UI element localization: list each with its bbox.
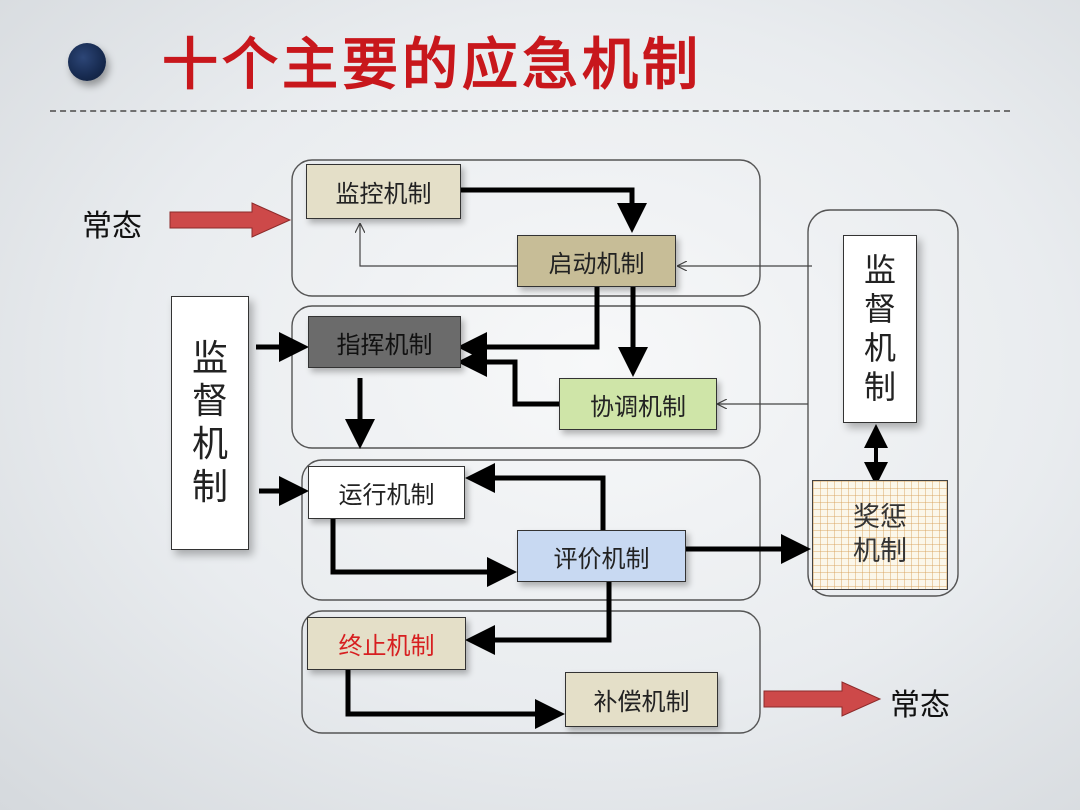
supervision-right-char-1: 监: [863, 250, 896, 289]
supervision-left-char-1: 监: [191, 337, 228, 379]
terminate-mechanism-box: 终止机制: [307, 617, 466, 670]
title-bullet: [68, 43, 106, 81]
arrow-monitor-to-launch: [460, 187, 647, 233]
end-state-label: 常态: [890, 688, 950, 723]
arrow-evaluate-to-operate: [465, 463, 606, 532]
supervision-mechanism-left: 监 督 机 制: [171, 296, 249, 550]
group-command-coordinate: [291, 305, 761, 449]
supervision-left-char-4: 制: [191, 467, 228, 509]
supervision-mechanism-right: 监 督 机 制: [843, 235, 917, 423]
arrow-coordinate-to-command: [457, 347, 560, 407]
reward-punish-mechanism-box: 奖惩 机制: [812, 480, 948, 590]
supervision-right-char-4: 制: [863, 368, 896, 407]
arrow-terminate-to-compensate: [345, 669, 565, 729]
slide-title: 十个主要的应急机制: [162, 33, 702, 98]
supervision-left-char-2: 督: [191, 380, 228, 422]
group-terminate-compensate: [301, 610, 761, 734]
evaluate-mechanism-box: 评价机制: [517, 530, 686, 582]
state-in-arrow: [169, 202, 292, 238]
compensate-mechanism-box: 补偿机制: [565, 672, 718, 727]
arrow-operate-to-evaluate: [330, 518, 517, 587]
supervision-left-char-3: 机: [191, 424, 228, 465]
title-divider: [50, 110, 1010, 112]
coordinate-mechanism-box: 协调机制: [559, 378, 717, 430]
supervision-right-char-3: 机: [863, 329, 896, 367]
reward-punish-line-1: 奖惩: [853, 502, 907, 534]
start-state-label: 常态: [82, 209, 142, 244]
command-mechanism-box: 指挥机制: [308, 316, 461, 368]
operate-mechanism-box: 运行机制: [308, 466, 465, 519]
group-operate-evaluate: [301, 459, 761, 601]
arrow-launch-to-command: [457, 287, 600, 362]
group-monitor-launch: [291, 159, 761, 297]
state-out-arrow: [763, 681, 882, 717]
monitor-mechanism-box: 监控机制: [306, 164, 461, 219]
supervision-right-char-2: 督: [863, 289, 896, 328]
launch-mechanism-box: 启动机制: [517, 235, 676, 287]
group-supervision-right: [807, 209, 959, 597]
feedback-launch-to-monitor: [360, 224, 517, 267]
reward-punish-line-2: 机制: [853, 536, 907, 567]
arrow-evaluate-to-terminate: [465, 580, 612, 655]
